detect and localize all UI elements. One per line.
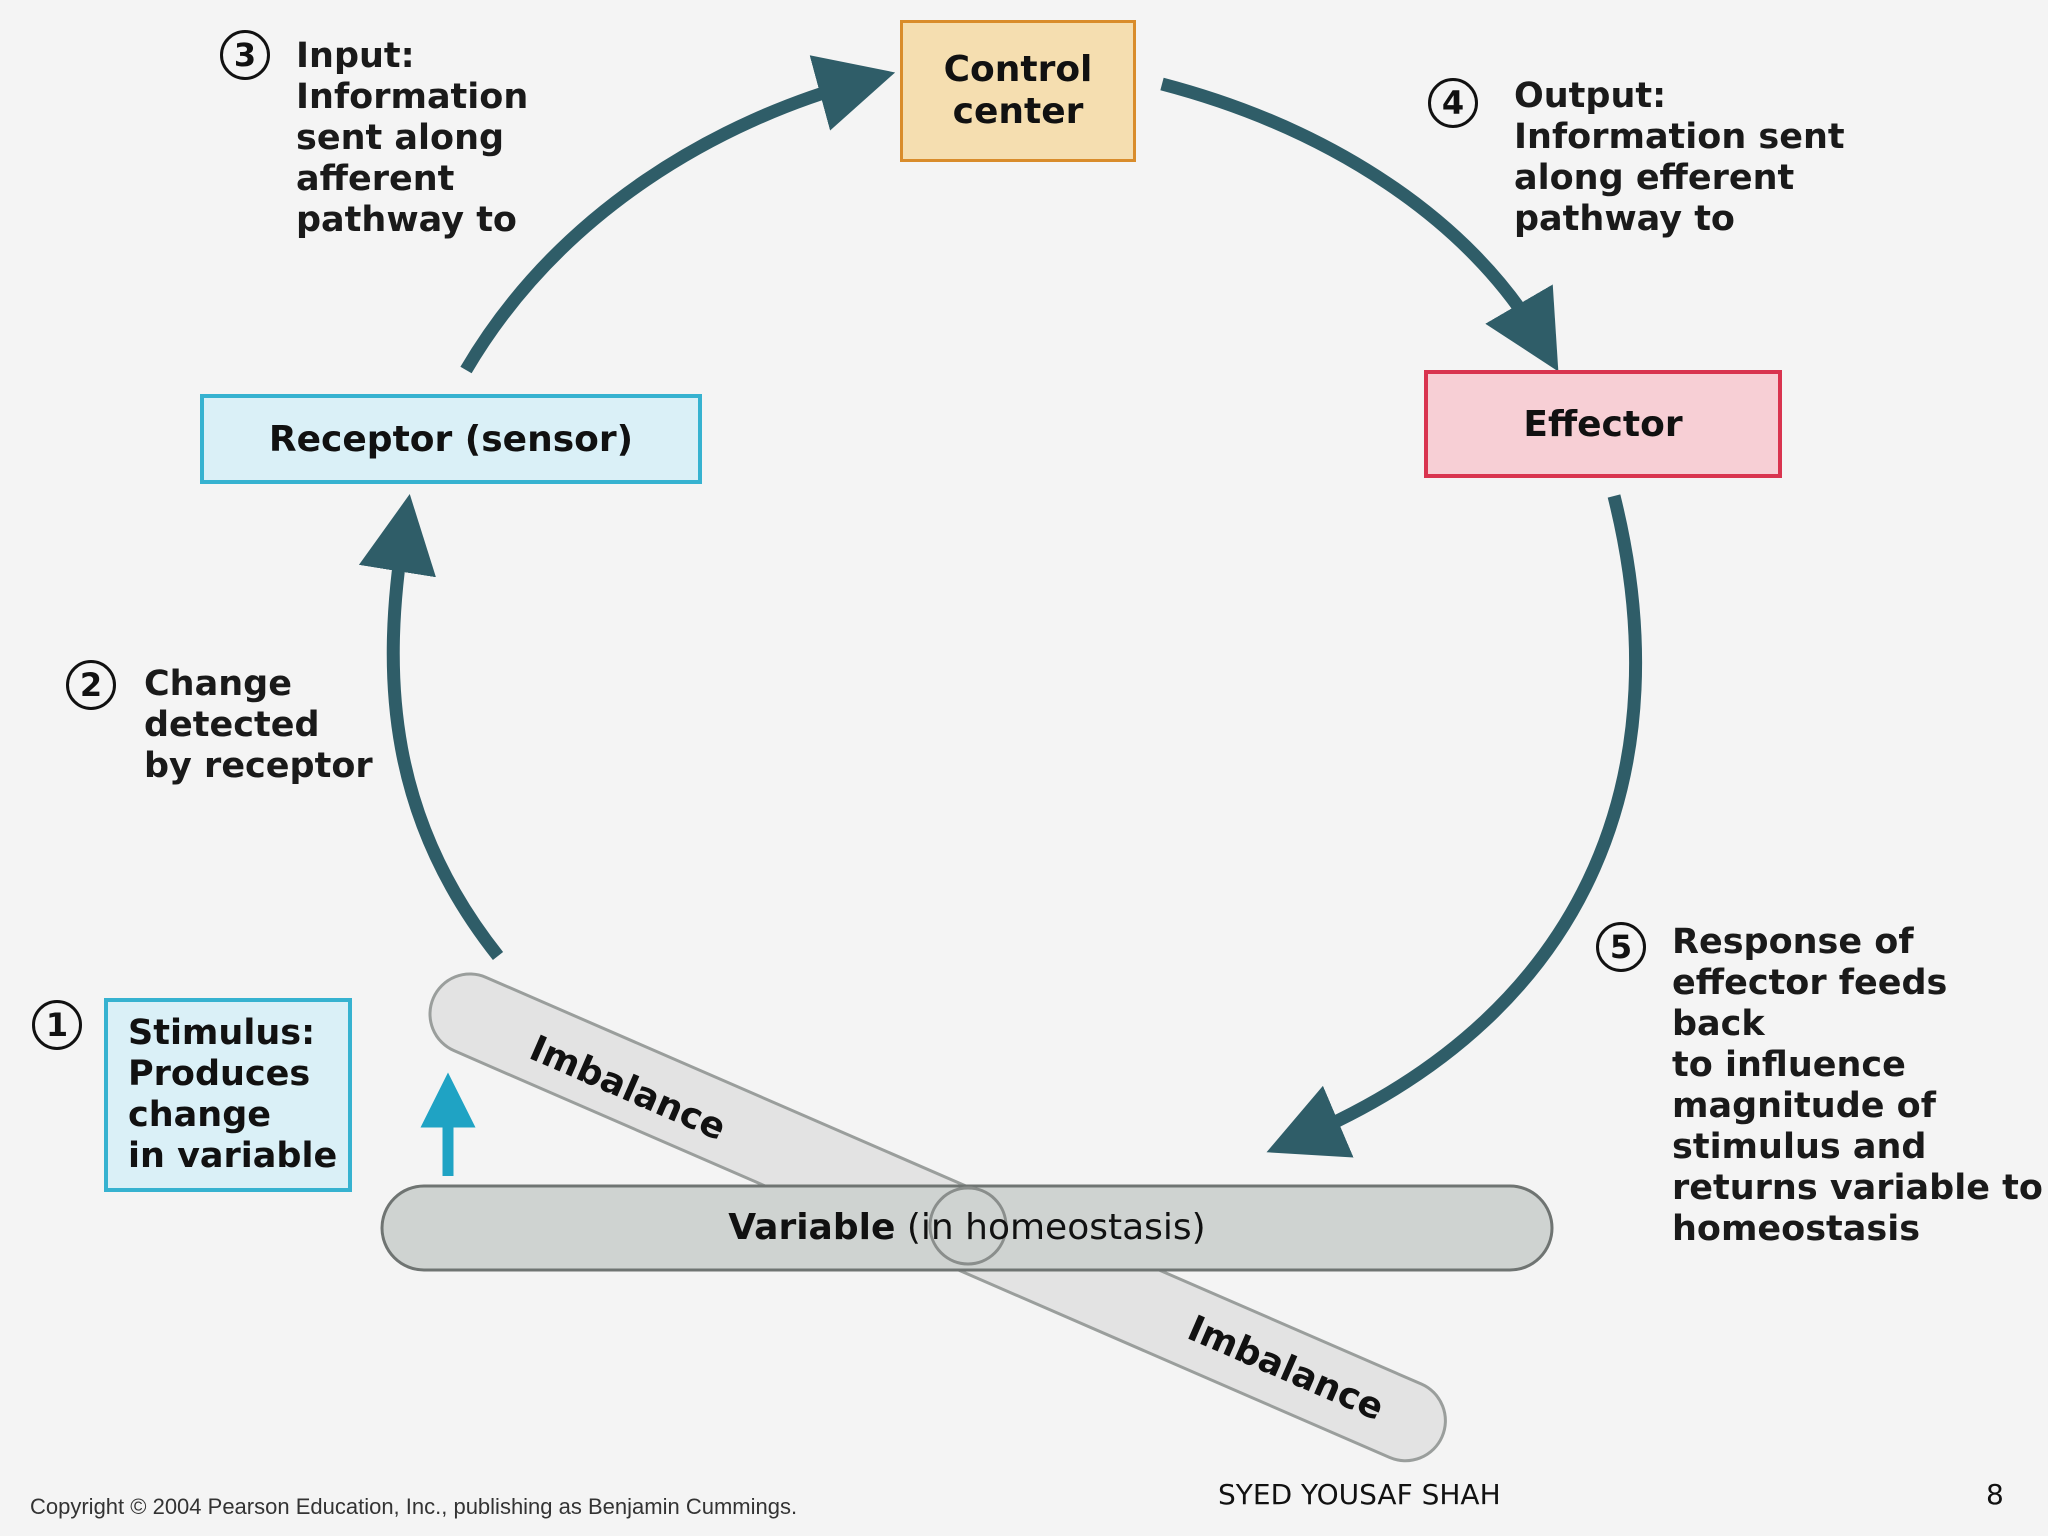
slide-author: SYED YOUSAF SHAH <box>1218 1478 1501 1511</box>
receptor-box: Receptor (sensor) <box>200 394 702 484</box>
pivot-circle <box>928 1186 1008 1266</box>
arrow-change-detected <box>358 494 504 961</box>
control-center-box: Control center <box>900 20 1136 162</box>
step-5-text: Response of effector feeds back to influ… <box>1672 922 2043 1249</box>
step-4-text: Output: Information sent along efferent … <box>1514 76 1845 239</box>
arrow-output <box>1160 77 1559 372</box>
arrow-response <box>1266 494 1642 1158</box>
step-number-4: 4 <box>1428 78 1478 128</box>
arrow-input <box>460 55 896 374</box>
stimulus-label: Stimulus: Produces change in variable <box>128 1013 338 1176</box>
variable-label-rest: (in homeostasis) <box>906 1206 1206 1248</box>
variable-label: Variable (in homeostasis) <box>382 1196 1552 1258</box>
variable-label-bold: Variable <box>728 1206 896 1248</box>
receptor-label: Receptor (sensor) <box>268 418 634 460</box>
step-number-1: 1 <box>32 1000 82 1050</box>
variable-bar <box>380 1184 1554 1272</box>
effector-box: Effector <box>1424 370 1782 478</box>
step-number-5: 5 <box>1596 922 1646 972</box>
step-3-text: Input: Information sent along afferent p… <box>296 36 529 240</box>
step-number-3: 3 <box>220 30 270 80</box>
control-center-label: Control center <box>943 49 1093 132</box>
step-2-text: Change detected by receptor <box>144 664 373 786</box>
copyright-notice: Copyright © 2004 Pearson Education, Inc.… <box>30 1494 798 1519</box>
effector-label: Effector <box>1523 403 1683 445</box>
slide-page-number: 8 <box>1986 1478 2004 1511</box>
stimulus-box: Stimulus: Produces change in variable <box>104 998 352 1192</box>
step-number-2: 2 <box>66 660 116 710</box>
